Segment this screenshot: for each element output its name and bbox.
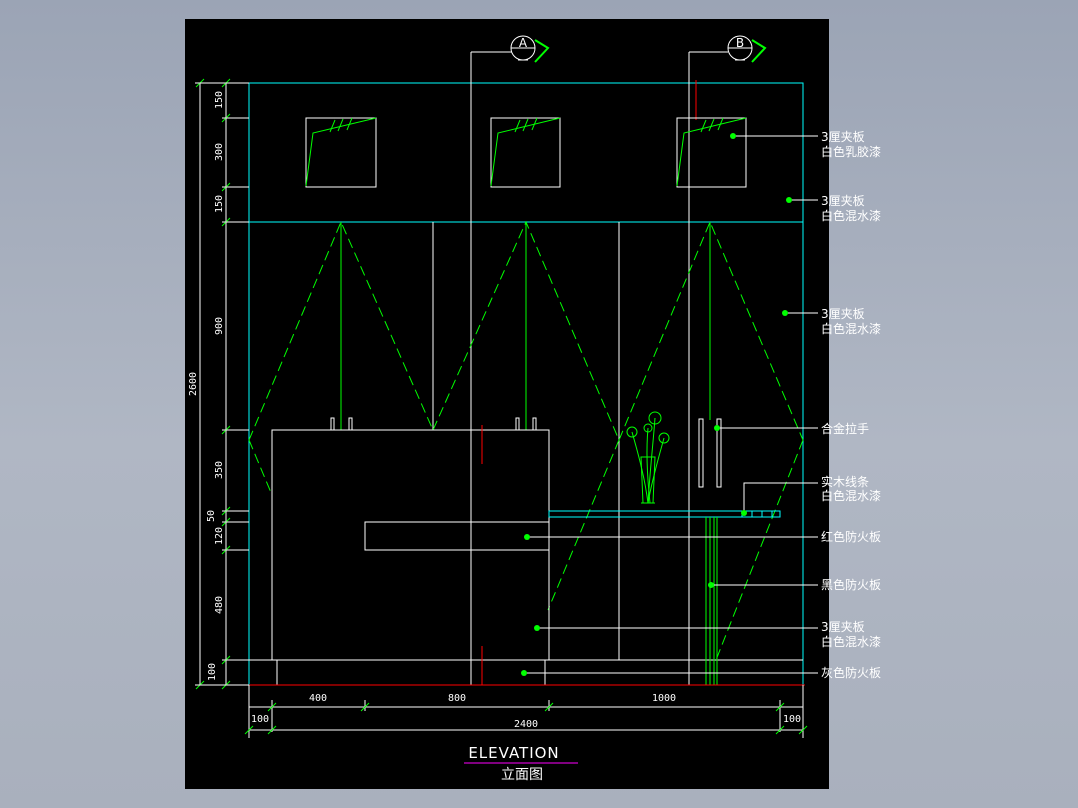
section-marker-b: B <box>727 35 767 63</box>
vase-with-flowers <box>626 411 670 504</box>
title-chinese: 立面图 <box>501 767 543 783</box>
dim-total-2600: 2600 <box>188 372 199 396</box>
bottom-dimension-chain <box>244 685 808 738</box>
annotation-2-line1: 3厘夹板 <box>821 194 865 208</box>
dim-480: 480 <box>214 596 225 614</box>
dim-1000: 1000 <box>652 693 676 704</box>
dim-2400: 2400 <box>514 719 538 730</box>
cad-drawing-canvas: A B <box>185 19 881 789</box>
dim-300: 300 <box>214 143 225 161</box>
dim-100: 100 <box>207 663 218 681</box>
annotation-4-line1: 合金拉手 <box>821 421 869 436</box>
left-dimension-chain <box>195 78 249 690</box>
annotation-1-line2: 白色乳胶漆 <box>821 144 881 159</box>
annotation-8-line1: 3厘夹板 <box>821 620 865 634</box>
marker-b-label: B <box>736 36 744 50</box>
upper-panel-1 <box>305 117 377 188</box>
title-english: ELEVATION <box>468 744 559 762</box>
annotation-1-line1: 3厘夹板 <box>821 130 865 144</box>
dim-400: 400 <box>309 693 327 704</box>
dim-800: 800 <box>448 693 466 704</box>
dim-100-left: 100 <box>251 714 269 725</box>
counter-red-panel <box>364 521 550 551</box>
section-marker-a: A <box>510 35 550 63</box>
dim-150-top: 150 <box>214 91 225 109</box>
annotation-2-line2: 白色混水漆 <box>821 208 881 223</box>
annotation-3-line2: 白色混水漆 <box>821 321 881 336</box>
annotation-8-line2: 白色混水漆 <box>821 634 881 649</box>
annotation-3-line1: 3厘夹板 <box>821 307 865 321</box>
annotation-6-line1: 红色防火板 <box>821 529 881 544</box>
door-handles <box>698 418 722 488</box>
upper-panel-2 <box>490 117 561 188</box>
side-table <box>548 510 781 685</box>
dim-50: 50 <box>206 510 217 522</box>
annotation-5-line2: 白色混水漆 <box>821 488 881 503</box>
counter <box>271 417 550 685</box>
annotation-7-line1: 黑色防火板 <box>821 577 881 592</box>
dim-900: 900 <box>214 317 225 335</box>
dim-100-right: 100 <box>783 714 801 725</box>
annotation-leaders <box>521 133 818 676</box>
dim-120: 120 <box>214 527 225 545</box>
marker-a-label: A <box>519 36 528 50</box>
dim-150-mid: 150 <box>214 195 225 213</box>
drawing-title: ELEVATION 立面图 <box>464 744 578 783</box>
annotation-9-line1: 灰色防火板 <box>821 665 881 680</box>
annotation-5-line1: 实木线条 <box>821 474 869 489</box>
upper-panel-3 <box>676 117 747 188</box>
dim-350: 350 <box>214 461 225 479</box>
elevation-drawing: A B <box>188 35 881 783</box>
